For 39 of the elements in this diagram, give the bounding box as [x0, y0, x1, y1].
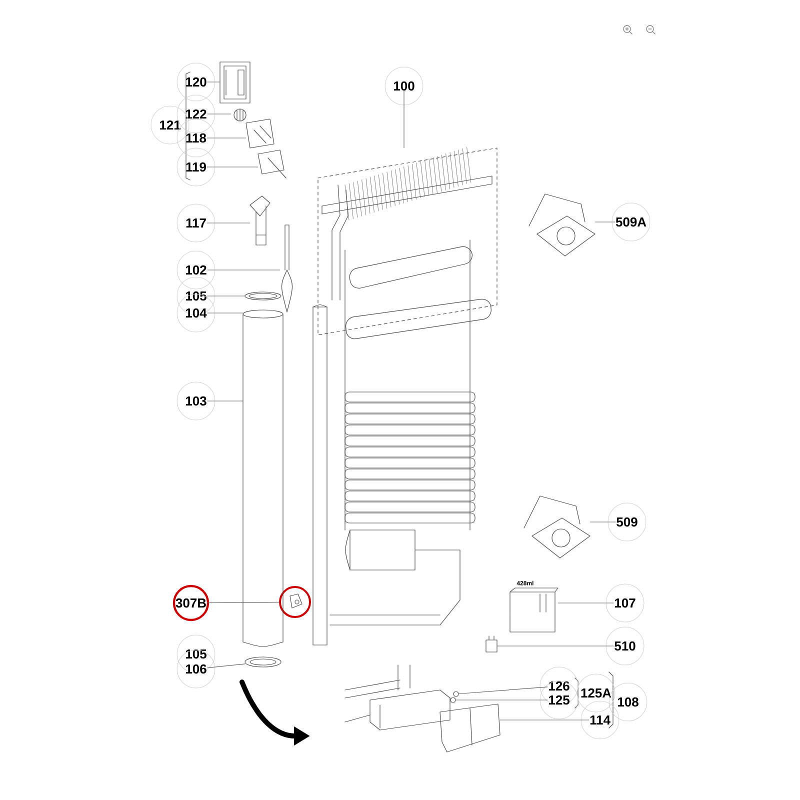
fan-drawing — [524, 496, 590, 558]
callout-number: 509A — [612, 202, 650, 242]
leader-line — [558, 602, 614, 604]
callout-number: 119 — [176, 148, 216, 186]
cooling-unit-drawing — [312, 147, 498, 646]
flue-elbow-drawing — [250, 196, 270, 246]
plate-drawing — [246, 118, 274, 148]
leader-line — [207, 400, 244, 402]
callout-number: 510 — [606, 626, 644, 666]
ring-drawing — [244, 656, 282, 668]
leader-line — [458, 686, 548, 694]
screw-drawing — [450, 697, 456, 703]
leader-line — [206, 602, 280, 604]
callout-number: 117 — [176, 204, 216, 242]
callout-number: 120 — [176, 62, 216, 102]
leader-line — [206, 166, 258, 168]
callout-number: 114 — [580, 700, 620, 740]
leader-line — [207, 664, 246, 668]
callout-number: 509 — [608, 502, 646, 542]
vent-cover-drawing — [220, 62, 250, 104]
callout-number: 102 — [176, 250, 216, 290]
callout-number: 100 — [384, 66, 424, 106]
water-tank-drawing — [510, 588, 558, 632]
screw-drawing — [453, 691, 459, 697]
baffle-wire-drawing — [281, 224, 293, 312]
callout-number: 107 — [606, 584, 644, 622]
flue-outlet-drawing — [258, 150, 286, 178]
callout-number: 307B — [172, 584, 210, 622]
flue-tube-drawing — [242, 310, 284, 647]
callout-number: 125A — [576, 674, 616, 712]
ring-drawing — [244, 292, 282, 300]
leader-line — [207, 312, 244, 314]
fan-drawing — [528, 194, 596, 256]
burner-cover-drawing — [440, 704, 500, 752]
callout-number: 103 — [176, 382, 216, 420]
connector-drawing — [486, 636, 498, 652]
leader-line — [206, 222, 250, 224]
highlight-circle — [279, 586, 311, 618]
grille-drawing — [234, 108, 246, 122]
